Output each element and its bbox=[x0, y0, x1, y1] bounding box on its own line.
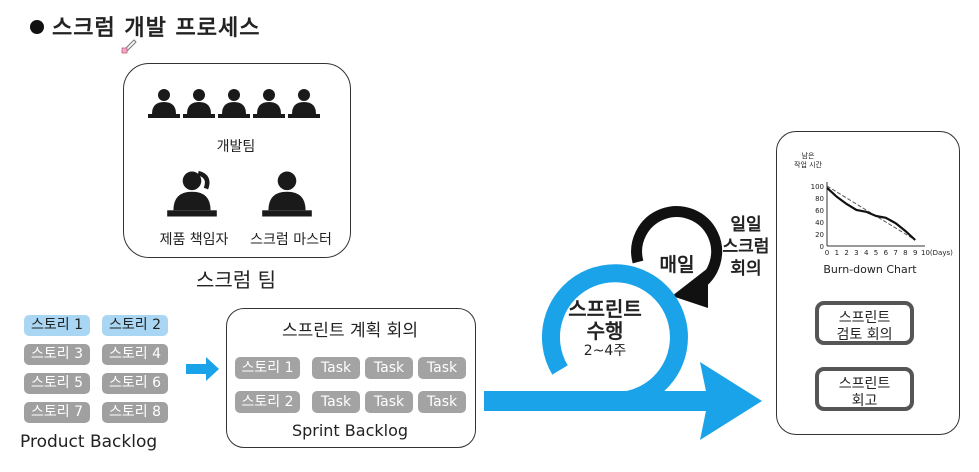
sprint-main-arrowhead bbox=[700, 362, 762, 440]
story-3: 스토리 3 bbox=[24, 344, 90, 365]
sprint-story-1: 스토리 1 bbox=[235, 357, 300, 379]
sprint-line1: 스프린트 bbox=[568, 297, 642, 321]
task-item: Task bbox=[365, 391, 413, 413]
story-6: 스토리 6 bbox=[102, 373, 168, 394]
task-item: Task bbox=[418, 357, 466, 379]
sprint-review-line: 스프린트 bbox=[838, 310, 891, 326]
chart-x-tick-label: 4 bbox=[864, 249, 869, 257]
chart-x-tick-label: 7 bbox=[893, 249, 897, 257]
retrospective-box: 스프린트 회고 bbox=[815, 367, 914, 411]
chart-y-tick-label: 0 bbox=[820, 243, 824, 251]
dev-team-member-icon bbox=[183, 89, 215, 118]
chart-x-tick-label: 10(Days) bbox=[921, 249, 953, 257]
product-owner-label: 제품 책임자 bbox=[159, 232, 229, 248]
scrum-master-icon bbox=[262, 171, 312, 217]
dev-team-member-icon bbox=[218, 89, 250, 118]
chart-y-tick-label: 100 bbox=[811, 183, 824, 191]
chart-x-tick-label: 2 bbox=[844, 249, 848, 257]
actual-burndown-line bbox=[826, 186, 916, 241]
story-5: 스토리 5 bbox=[24, 373, 90, 394]
sprint-main-arrow-shaft bbox=[484, 391, 719, 411]
story-8: 스토리 8 bbox=[102, 402, 168, 423]
daily-scrum-line: 스크럼 bbox=[722, 237, 770, 257]
chart-x-tick-label: 3 bbox=[854, 249, 858, 257]
chart-ylabel-line1: 남은 bbox=[802, 151, 815, 160]
sprint-execution-label: 스프린트 수행 2~4주 bbox=[545, 298, 665, 360]
story-1: 스토리 1 bbox=[24, 315, 90, 336]
dev-team-member-icon bbox=[288, 89, 320, 118]
chart-y-tick-label: 20 bbox=[815, 231, 824, 239]
sprint-review-line: 검토 회의 bbox=[836, 327, 893, 343]
sprint-line2: 수행 bbox=[586, 319, 624, 343]
burndown-caption: Burn-down Chart bbox=[823, 263, 917, 276]
chart-ylabel-line2: 작업 시간 bbox=[794, 160, 823, 169]
dev-team-member-icon bbox=[253, 89, 285, 118]
daily-scrum-line: 일일 bbox=[730, 215, 762, 235]
retrospective-line: 스프린트 bbox=[838, 376, 891, 392]
story-4: 스토리 4 bbox=[102, 344, 168, 365]
chart-x-tick-label: 8 bbox=[903, 249, 907, 257]
dev-team-label: 개발팀 bbox=[216, 139, 256, 155]
daily-scrum-line: 회의 bbox=[730, 259, 762, 279]
daily-label: 매일 bbox=[659, 254, 695, 276]
chart-x-tick-label: 6 bbox=[884, 249, 889, 257]
daily-loop-arc bbox=[631, 206, 723, 291]
task-item: Task bbox=[312, 391, 360, 413]
sprint-backlog-caption: Sprint Backlog bbox=[291, 421, 409, 440]
bullet-icon bbox=[30, 20, 44, 34]
story-7: 스토리 7 bbox=[24, 402, 90, 423]
sprint-story-2: 스토리 2 bbox=[235, 391, 300, 413]
task-item: Task bbox=[418, 391, 466, 413]
scrum-master-label: 스크럼 마스터 bbox=[250, 232, 332, 248]
scrum-team-caption: 스크럼 팀 bbox=[196, 268, 276, 292]
sprint-planning-title: 스프린트 계획 회의 bbox=[282, 321, 418, 341]
page-title: 스크럼 개발 프로세스 bbox=[30, 10, 260, 42]
dev-team-member-icon bbox=[148, 89, 180, 118]
chart-y-tick-label: 80 bbox=[815, 195, 824, 203]
task-item: Task bbox=[312, 357, 360, 379]
product-owner-icon bbox=[167, 170, 217, 217]
chart-x-tick-label: 1 bbox=[835, 249, 839, 257]
chart-y-tick-label: 60 bbox=[815, 207, 824, 215]
backlog-arrow-icon bbox=[186, 357, 219, 381]
sprint-duration: 2~4주 bbox=[583, 343, 627, 359]
chart-x-tick-label: 0 bbox=[825, 249, 829, 257]
pencil-cursor-icon bbox=[121, 39, 137, 54]
daily-scrum-label: 일일 스크럼 회의 bbox=[718, 214, 774, 280]
sprint-review-box: 스프린트 검토 회의 bbox=[815, 301, 914, 345]
sprint-loop-arc bbox=[486, 264, 688, 410]
chart-y-tick-label: 40 bbox=[815, 219, 824, 227]
product-backlog-caption: Product Backlog bbox=[20, 432, 158, 452]
title-text: 스크럼 개발 프로세스 bbox=[52, 16, 261, 41]
story-2: 스토리 2 bbox=[102, 315, 168, 336]
chart-x-tick-label: 5 bbox=[874, 249, 878, 257]
task-item: Task bbox=[365, 357, 413, 379]
retrospective-line: 회고 bbox=[851, 393, 878, 409]
daily-loop-arrowhead bbox=[672, 268, 708, 308]
chart-x-tick-label: 9 bbox=[913, 249, 917, 257]
